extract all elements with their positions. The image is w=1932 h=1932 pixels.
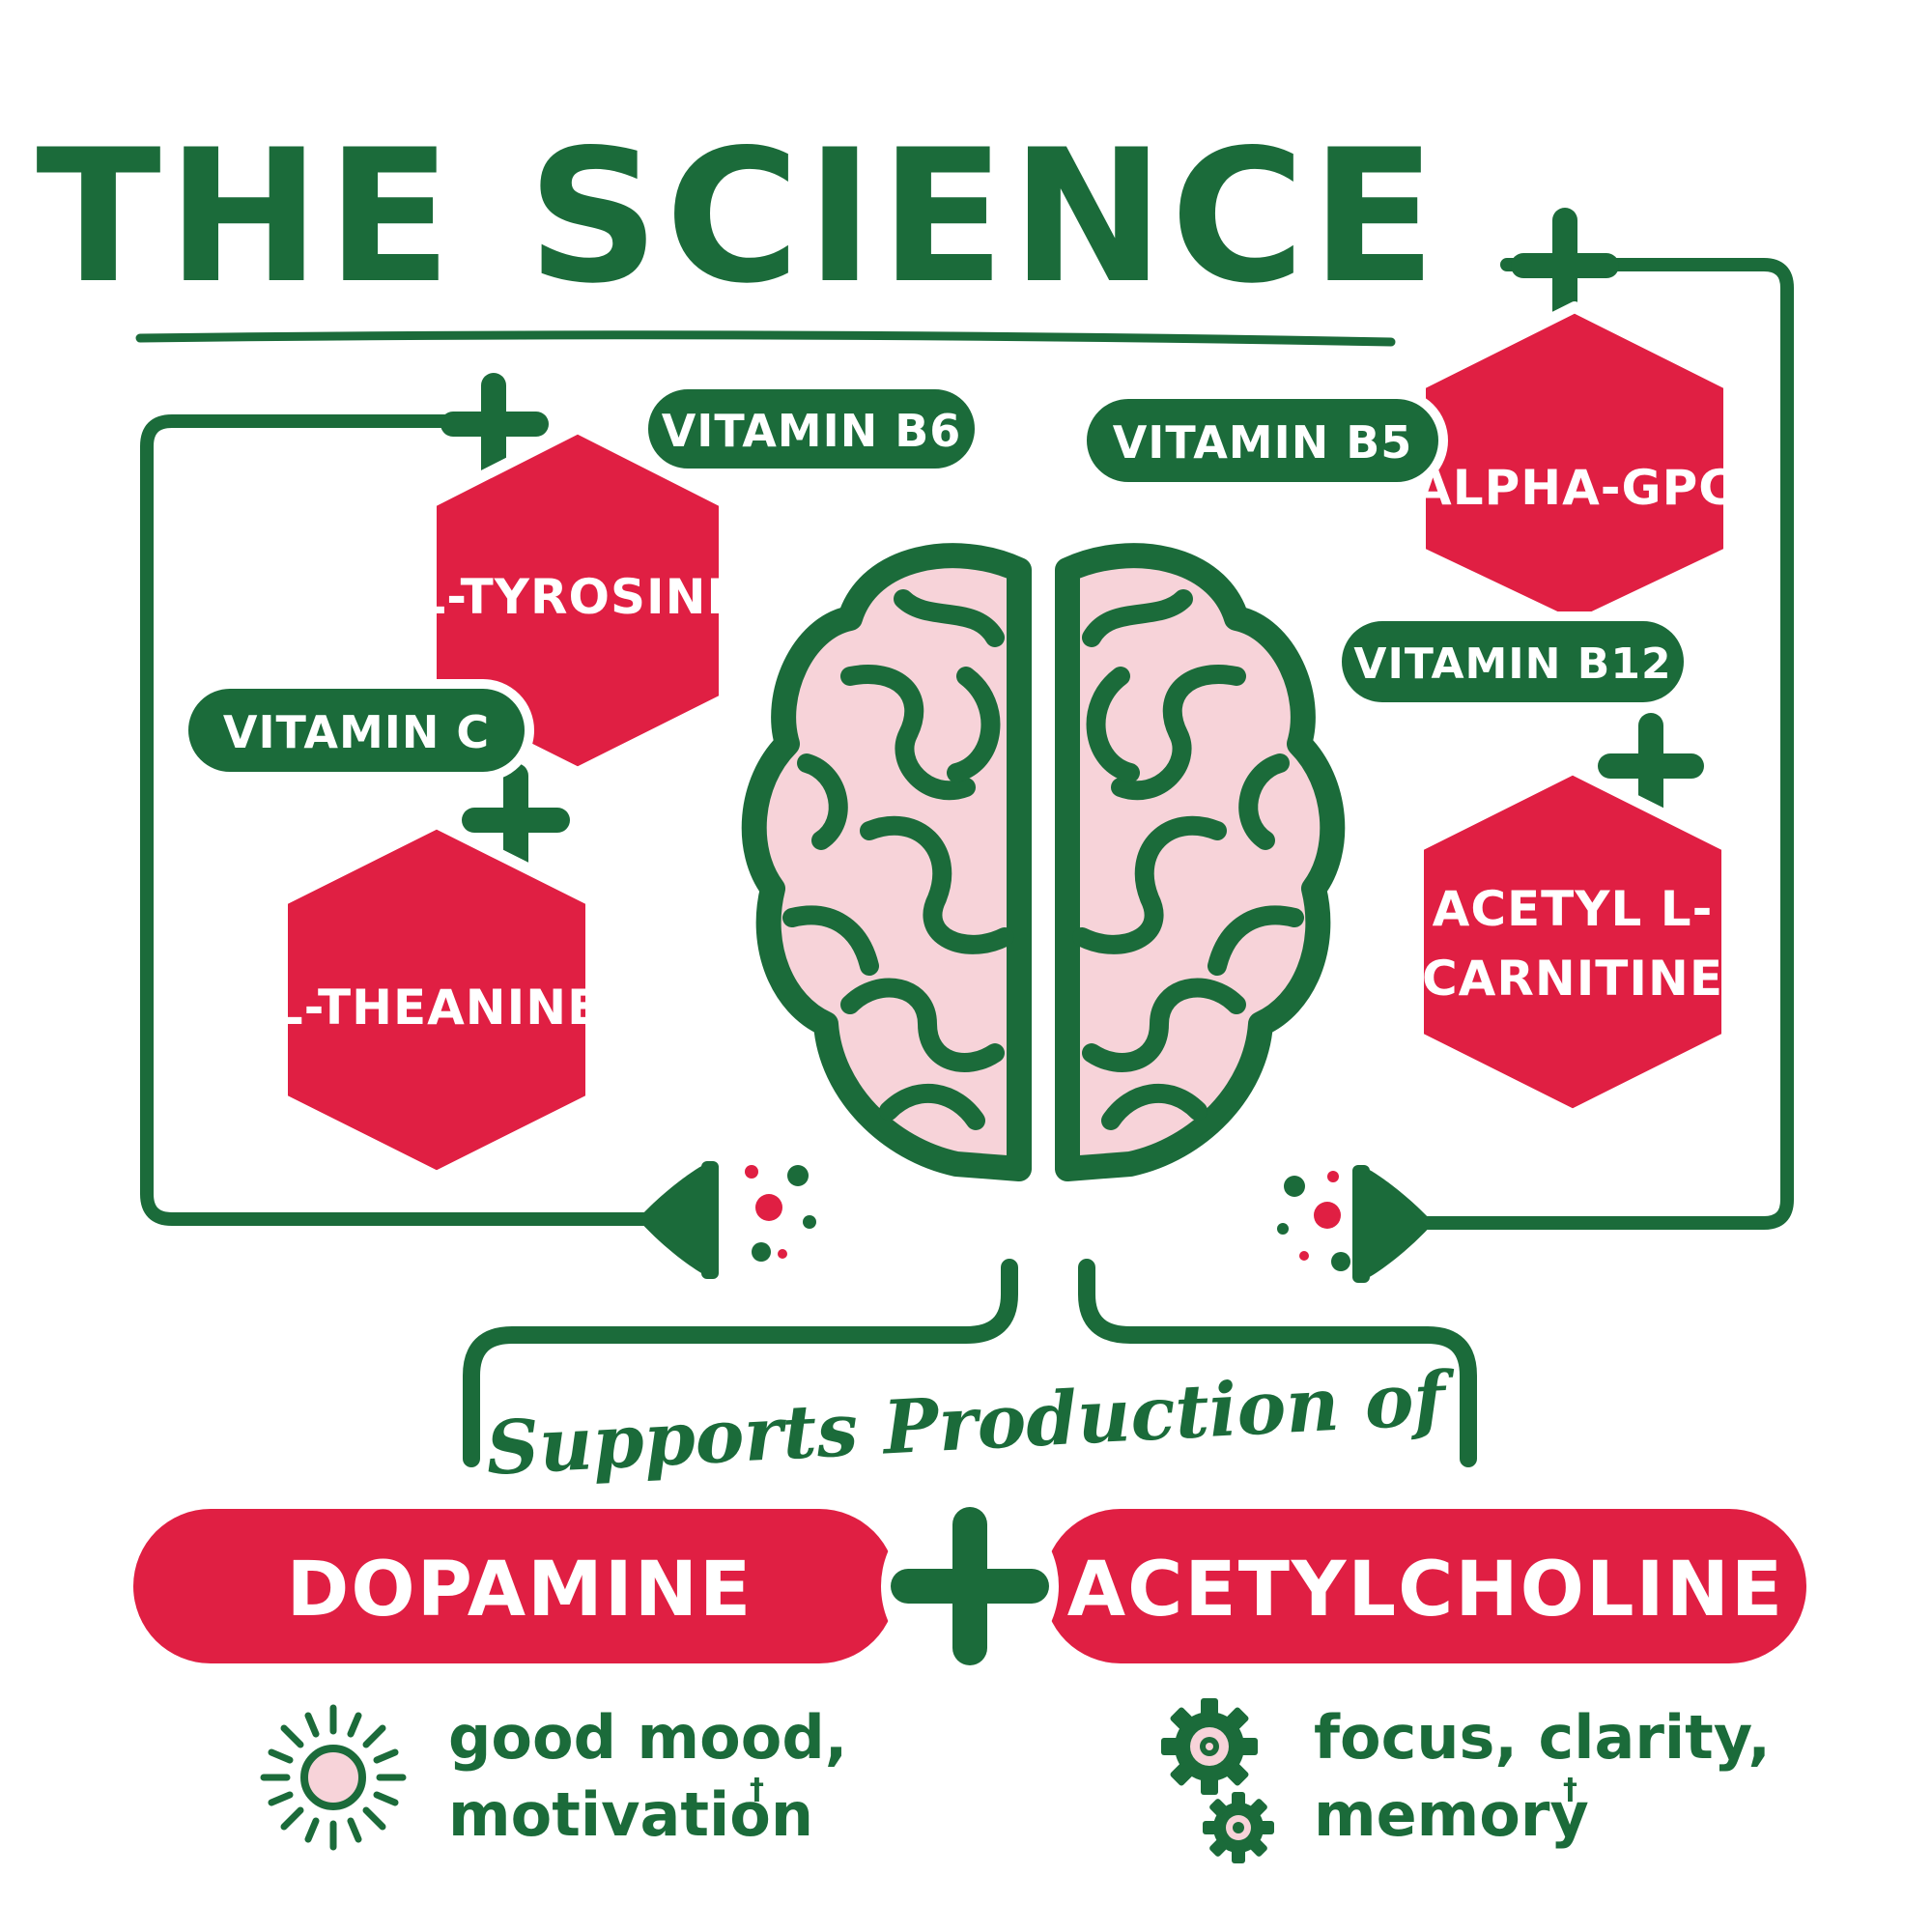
hexagon-l-theanine: L-THEANINE: [272, 817, 602, 1182]
title-underline: [135, 330, 1396, 347]
pill-vitamin-b6: VITAMIN B6: [639, 380, 984, 478]
output-pill-dopamine: DOPAMINE: [133, 1509, 896, 1663]
hex-label-line2: CARNITINE: [1422, 951, 1723, 1007]
right-plug-icon: [1366, 1168, 1434, 1279]
output-label: DOPAMINE: [287, 1547, 753, 1634]
benefit-right-line2: memory: [1314, 1779, 1589, 1850]
gears-icon: [1161, 1698, 1274, 1863]
subtitle: Supports Production of: [484, 1354, 1458, 1491]
pill-label: VITAMIN B6: [662, 405, 962, 457]
left-plug-body: [701, 1161, 719, 1279]
benefit-right-mark: †: [1563, 1773, 1577, 1806]
left-connector-line: [140, 414, 673, 1226]
plus-icon-top-right: [1511, 208, 1619, 324]
hexagon-acetyl-l-carnitine: ACETYL L- CARNITINE: [1412, 763, 1733, 1121]
benefit-left-line2: motivation: [448, 1779, 813, 1850]
plus-icon-mid-left: [462, 763, 570, 879]
output-bracket-right: [1078, 1259, 1477, 1467]
pill-vitamin-b5: VITAMIN B5: [1077, 389, 1448, 492]
hexagon-alpha-gpc: ALPHA-GPC: [1414, 301, 1735, 632]
benefit-right-line1: focus, clarity,: [1314, 1702, 1771, 1773]
output-pill-acetylcholine: ACETYLCHOLINE: [1043, 1509, 1806, 1663]
page-title: THE SCIENCE: [36, 110, 1442, 324]
pill-vitamin-c: VITAMIN C: [179, 679, 534, 781]
right-spark-dots: [1277, 1171, 1350, 1271]
pill-label: VITAMIN C: [223, 706, 490, 758]
output-label: ACETYLCHOLINE: [1067, 1547, 1784, 1634]
pill-label: VITAMIN B5: [1113, 416, 1413, 469]
sun-icon: [260, 1704, 407, 1851]
hex-label: L-TYROSINE: [414, 569, 740, 625]
benefit-left-mark: †: [750, 1773, 764, 1806]
plus-icon-center: [881, 1497, 1059, 1675]
brain-icon: [741, 543, 1346, 1181]
plus-icon-top-left: [440, 373, 549, 489]
hex-label: ALPHA-GPC: [1414, 460, 1735, 516]
plus-icon-mid-right: [1598, 713, 1704, 821]
hex-label: L-THEANINE: [272, 980, 602, 1036]
left-plug-icon: [638, 1164, 705, 1275]
right-plug-body: [1352, 1165, 1370, 1283]
benefit-left-line1: good mood,: [448, 1702, 847, 1773]
output-bracket: [463, 1259, 1018, 1467]
pill-label: VITAMIN B12: [1353, 639, 1671, 689]
hex-label-line1: ACETYL L-: [1433, 881, 1714, 937]
pill-vitamin-b12: VITAMIN B12: [1332, 611, 1693, 712]
left-spark-dots: [745, 1165, 816, 1262]
right-connector-line: [1394, 258, 1794, 1230]
